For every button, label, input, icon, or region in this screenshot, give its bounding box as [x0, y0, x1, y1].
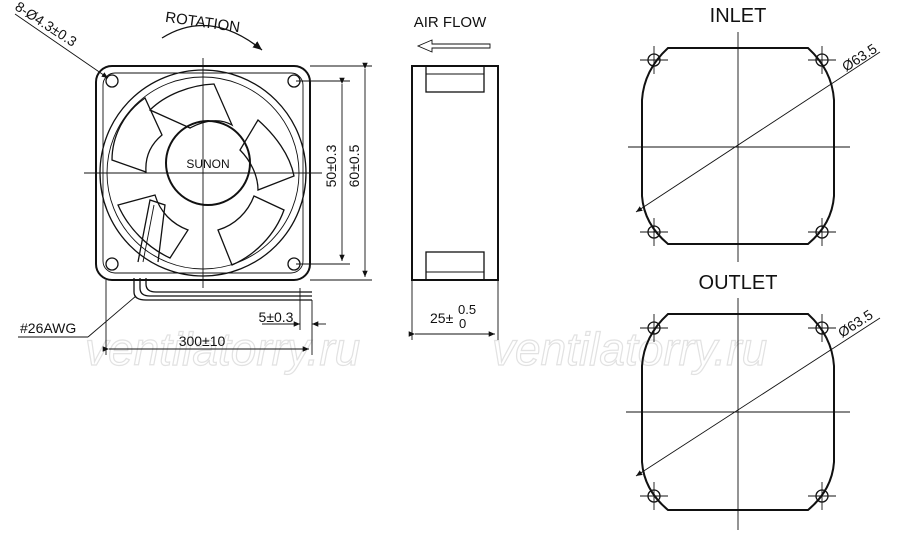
- outlet-title: OUTLET: [699, 272, 778, 294]
- lead-wire-3: [145, 278, 312, 293]
- front-view: SUNON ROTATION 8-Ø4.3±0.3 50±0.3 60±0.5 …: [12, 0, 372, 355]
- brand-label: SUNON: [186, 157, 229, 171]
- hub: [165, 120, 251, 206]
- outlet-holes: [640, 314, 836, 510]
- rotation-label: ROTATION: [164, 9, 241, 36]
- blade-2: [239, 118, 295, 191]
- impeller-blades: [111, 83, 295, 266]
- inlet-dia-label: Ø63.5: [839, 40, 880, 74]
- holes-leader: [14, 13, 109, 79]
- depth-label-base: 25±: [430, 310, 454, 326]
- air-flow-arrow: [416, 39, 491, 53]
- blade-3: [217, 195, 285, 266]
- blade-5: [111, 97, 163, 173]
- wire-strut-line: [142, 204, 155, 263]
- hole-bottom-left: [105, 257, 119, 271]
- outlet-dia-label: Ø63.5: [835, 306, 876, 340]
- blade-4: [117, 194, 189, 259]
- air-flow-label: AIR FLOW: [414, 14, 487, 31]
- side-body: [411, 65, 499, 281]
- watermark-right: ventilatorry.ru: [492, 323, 767, 375]
- lead-wire-2: [139, 278, 312, 297]
- side-view: AIR FLOW 25± 0.5 0: [408, 14, 499, 340]
- strip-length-label: 5±0.3: [259, 309, 294, 325]
- wire-gauge-leader: [87, 295, 137, 338]
- outlet-outline: [641, 313, 835, 511]
- wire-gauge-label: #26AWG: [20, 320, 76, 336]
- holes-label: 8-Ø4.3±0.3: [12, 0, 80, 50]
- outlet-view: OUTLET Ø63.5: [626, 272, 881, 530]
- inlet-holes: [640, 46, 836, 246]
- inlet-dia-leader: [635, 51, 881, 213]
- lead-wire-1: [133, 278, 312, 301]
- hole-top-left: [105, 74, 119, 88]
- lead-length-label: 300±10: [179, 333, 226, 349]
- inlet-outline: [641, 47, 835, 245]
- inlet-view: INLET Ø63.5: [628, 5, 881, 262]
- outlet-dia-leader: [635, 317, 881, 477]
- wire-strut: [137, 199, 166, 263]
- dim-60-label: 60±0.5: [346, 144, 362, 187]
- side-top-flange: [425, 65, 485, 93]
- inlet-title: INLET: [710, 5, 767, 27]
- blade-1: [148, 83, 234, 129]
- side-bottom-flange: [425, 251, 485, 281]
- depth-label-lower: 0: [459, 316, 466, 331]
- dim-50-label: 50±0.3: [323, 144, 339, 187]
- rotation-arrow: [161, 24, 263, 51]
- depth-label-upper: 0.5: [458, 302, 476, 317]
